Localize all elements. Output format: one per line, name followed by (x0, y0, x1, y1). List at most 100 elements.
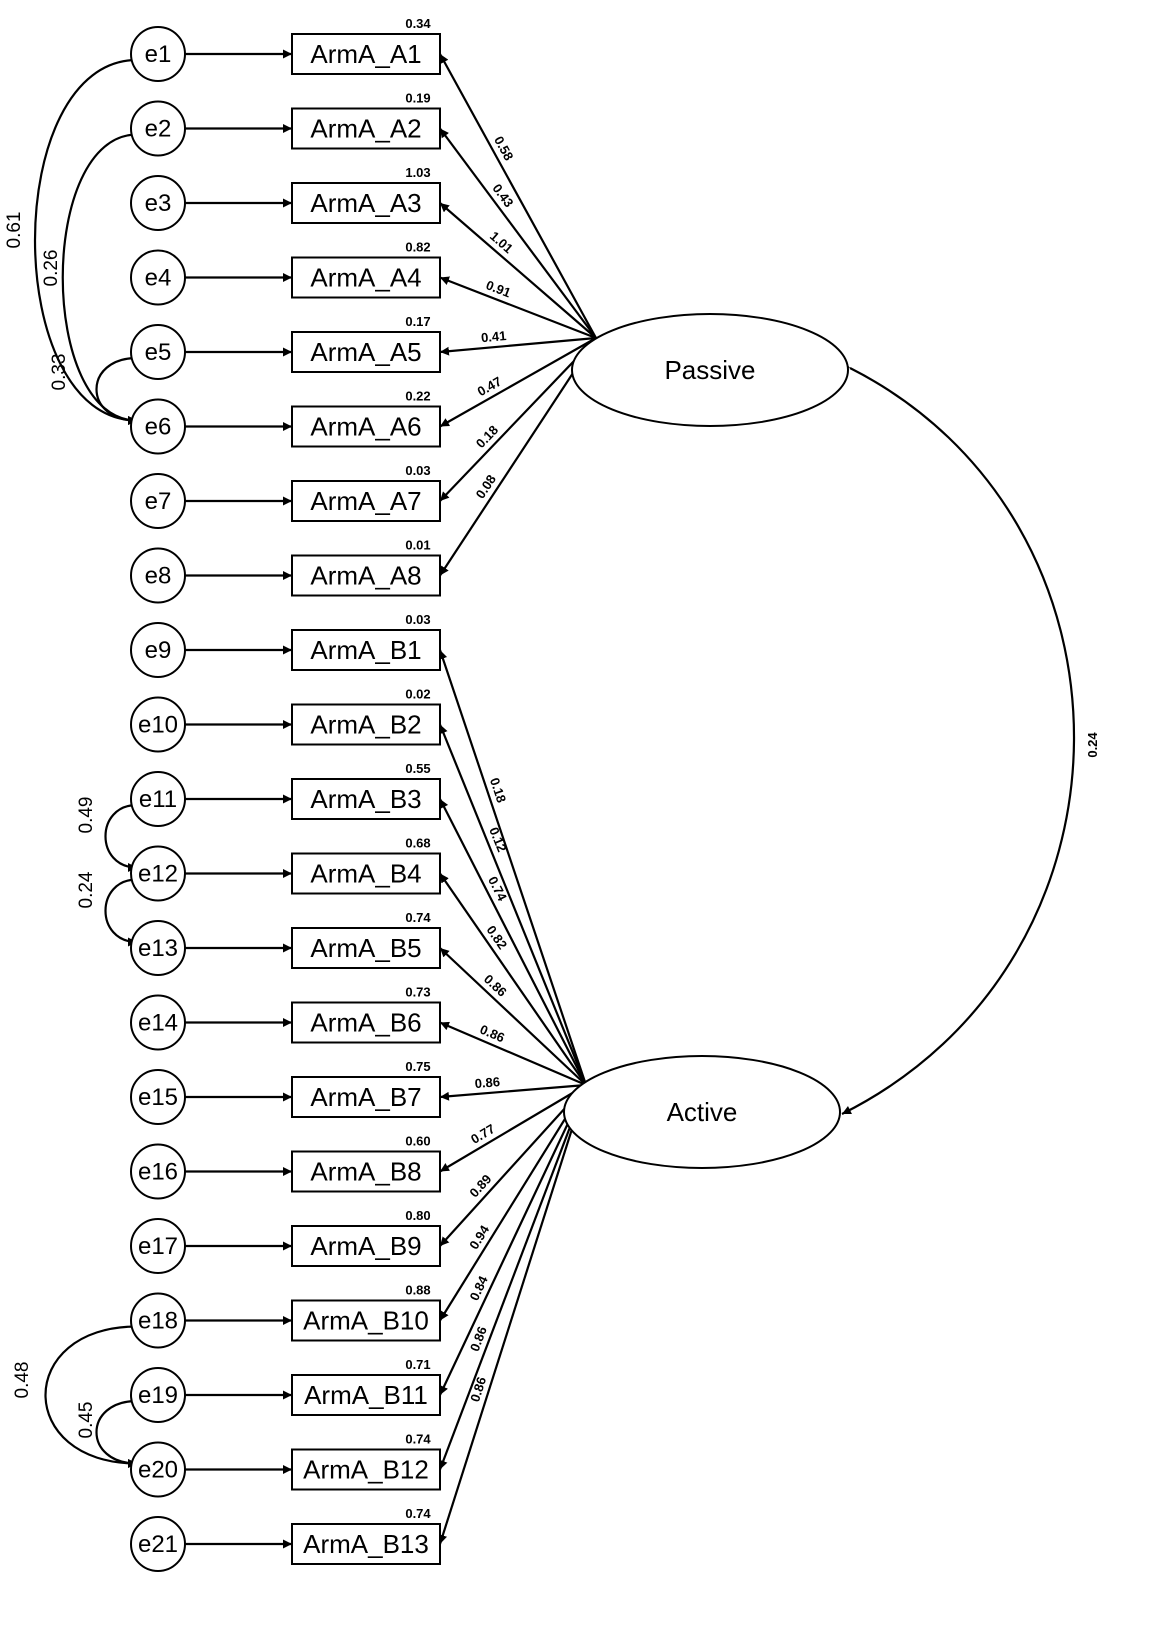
error-term-circle (130, 1367, 186, 1423)
r-squared-label: 0.03 (405, 463, 430, 478)
indicator-box (291, 629, 441, 671)
error-term-circle (130, 1143, 186, 1200)
indicator-label: ArmA_B11 (304, 1380, 428, 1410)
indicator-label: ArmA_B7 (310, 1082, 421, 1112)
error-term-label: e3 (145, 190, 172, 217)
r-squared-label: 0.34 (405, 16, 431, 31)
indicator-box (291, 927, 441, 969)
loading-path-arrow (439, 1084, 587, 1322)
r-squared-label: 0.74 (405, 1506, 431, 1521)
factor-loading-label: 0.86 (467, 1375, 489, 1404)
error-term-circle (130, 473, 186, 529)
error-term-circle (130, 1069, 186, 1125)
indicator-box (291, 405, 441, 448)
r-squared-label: 0.22 (405, 389, 430, 404)
indicator-label: ArmA_A5 (310, 337, 421, 367)
indicator-box (291, 1225, 441, 1267)
latent-factor-label: Active (667, 1097, 738, 1127)
latent-factor-ellipse (571, 313, 849, 427)
indicator-box (291, 107, 441, 150)
error-term-circle (130, 1441, 186, 1498)
loading-path-arrow (439, 1084, 587, 1247)
r-squared-label: 0.73 (405, 985, 430, 1000)
indicator-label: ArmA_A4 (310, 263, 421, 293)
error-term-circle (130, 547, 186, 604)
latent-factor-label: Passive (664, 355, 755, 385)
indicator-box (291, 1076, 441, 1118)
r-squared-label: 1.03 (405, 165, 430, 180)
indicator-box (291, 1448, 441, 1491)
loading-path-arrow (439, 127, 597, 339)
error-term-label: e12 (138, 861, 178, 888)
r-squared-label: 0.82 (405, 240, 430, 255)
r-squared-label: 0.68 (405, 836, 430, 851)
error-term-label: e11 (139, 786, 177, 813)
loading-path-arrow (439, 1084, 587, 1173)
error-term-circle (130, 771, 186, 827)
error-covariance-label: 0.61 (4, 212, 25, 249)
indicator-box (291, 1299, 441, 1342)
indicator-box (291, 1523, 441, 1565)
loading-path-arrow (439, 1084, 587, 1396)
error-covariance-arrow (44, 1321, 147, 1468)
error-covariance-label: 0.26 (41, 250, 62, 287)
indicator-box (291, 33, 441, 75)
error-term-label: e20 (138, 1457, 178, 1484)
error-covariance-label: 0.49 (76, 797, 97, 834)
error-covariance-arrow (95, 1396, 147, 1468)
loading-path-arrow (439, 1021, 587, 1087)
loading-path-arrow (439, 947, 587, 1086)
loading-path-arrow (439, 872, 587, 1086)
indicator-box (291, 331, 441, 373)
error-term-circle (130, 100, 186, 157)
r-squared-label: 0.80 (405, 1208, 430, 1223)
r-squared-label: 0.88 (405, 1283, 430, 1298)
r-squared-label: 0.74 (405, 1432, 431, 1447)
error-term-circle (130, 994, 186, 1051)
error-term-circle (130, 26, 186, 82)
loading-path-arrow (439, 337, 597, 577)
indicator-label: ArmA_B6 (310, 1008, 421, 1038)
covariance-layer (33, 55, 1076, 1468)
loading-path-arrow (438, 1084, 588, 1470)
r-squared-label: 0.60 (405, 1134, 430, 1149)
error-covariance-arrow (95, 353, 147, 425)
error-term-label: e21 (138, 1531, 178, 1558)
indicator-label: ArmA_B3 (310, 784, 421, 814)
r-squared-label: 0.71 (405, 1357, 430, 1372)
error-term-label: e15 (138, 1084, 178, 1111)
error-term-label: e6 (145, 414, 172, 441)
error-term-label: e5 (145, 339, 172, 366)
error-term-circle (130, 1516, 186, 1572)
error-term-label: e8 (145, 563, 172, 590)
error-term-label: e10 (138, 712, 178, 739)
r-squared-label: 0.02 (405, 687, 430, 702)
indicator-label: ArmA_B1 (310, 635, 421, 665)
error-term-circle (130, 324, 186, 380)
r-squared-label: 0.74 (405, 910, 431, 925)
error-term-label: e4 (145, 265, 172, 292)
loading-path-arrow (439, 202, 597, 339)
indicator-label: ArmA_A7 (310, 486, 421, 516)
indicator-label: ArmA_A6 (310, 412, 421, 442)
factor-loading-label: 0.86 (474, 1074, 500, 1091)
indicator-box (291, 778, 441, 820)
indicator-label: ArmA_B5 (310, 933, 421, 963)
error-term-label: e13 (138, 935, 178, 962)
factor-covariance-arrow (839, 359, 1076, 1115)
indicator-label: ArmA_B8 (310, 1157, 421, 1187)
factor-loading-label: 0.41 (480, 328, 507, 345)
error-term-circle (130, 249, 186, 306)
factor-covariance-label: 0.24 (1085, 732, 1100, 758)
error-term-circle (130, 1292, 186, 1349)
indicator-label: ArmA_B10 (303, 1306, 429, 1336)
error-term-label: e1 (145, 41, 172, 68)
indicator-box (291, 1001, 441, 1044)
loading-path-arrow (438, 1084, 588, 1545)
indicator-box (291, 256, 441, 299)
r-squared-label: 0.19 (405, 91, 430, 106)
latent-factor-ellipse (563, 1055, 841, 1169)
